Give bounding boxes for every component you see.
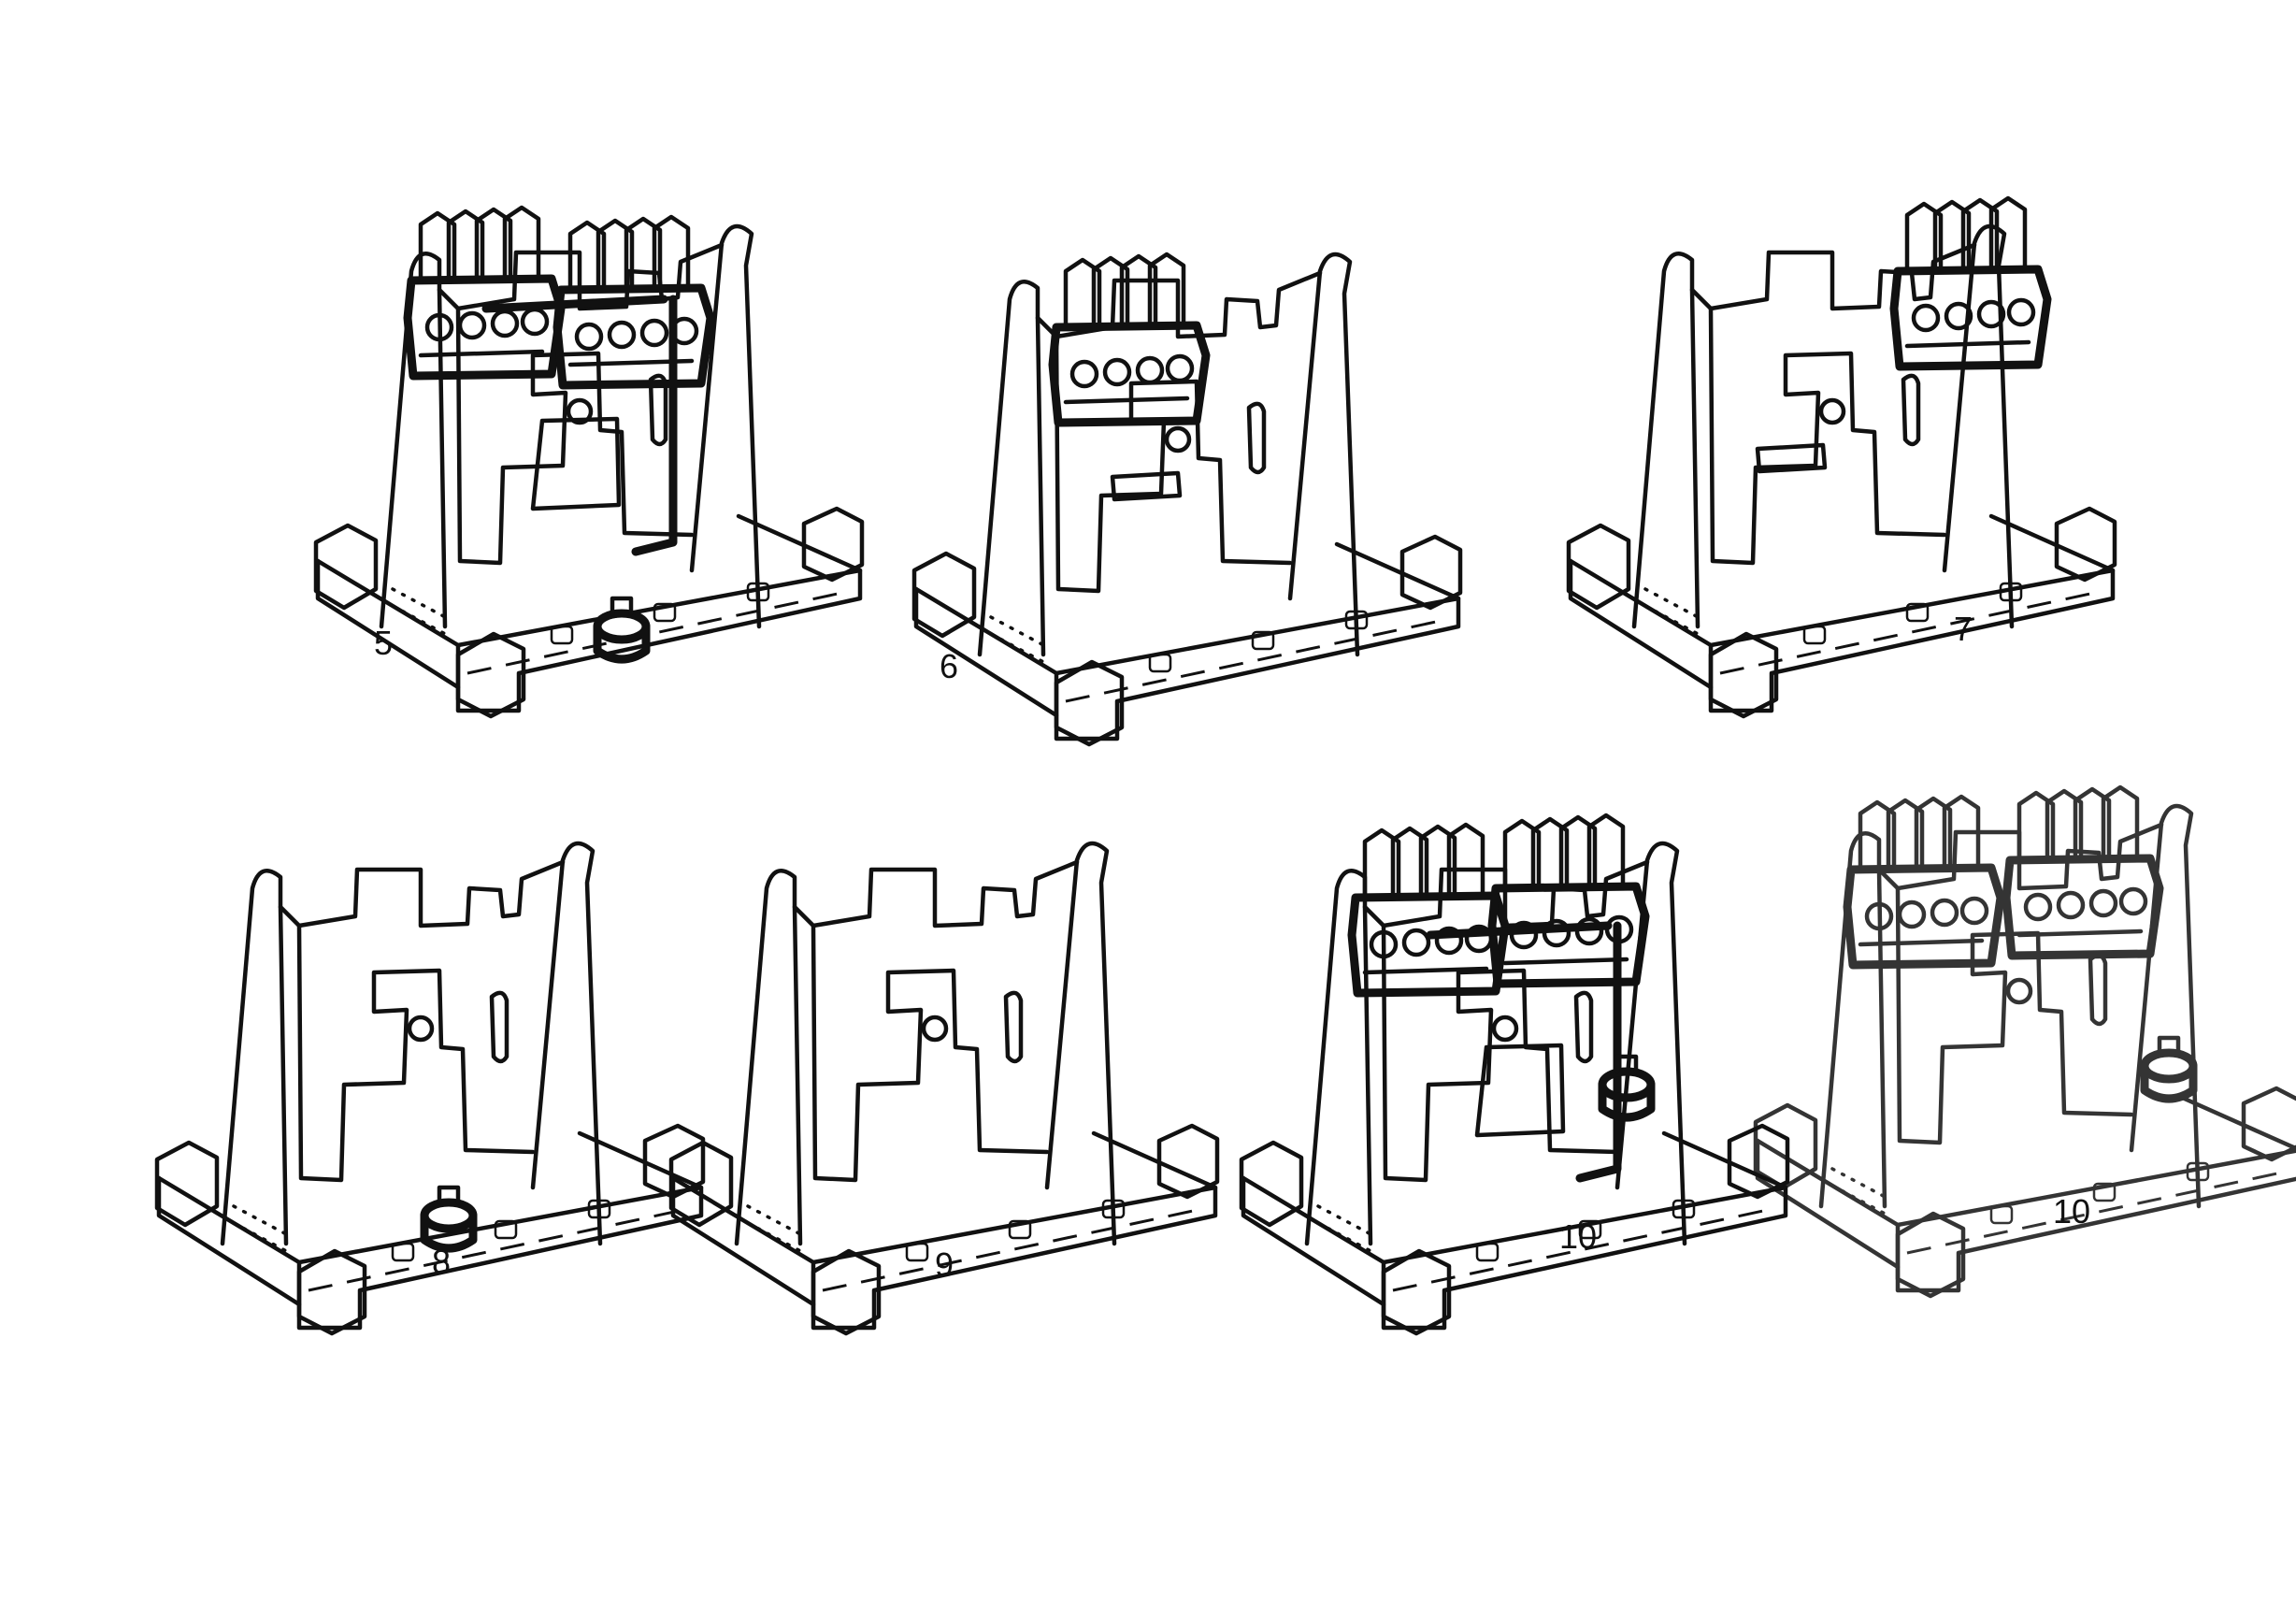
callout-5: 5 [374, 624, 393, 662]
callout-9: 9 [935, 1245, 954, 1284]
frame-view-10a [1241, 815, 1787, 1333]
frame-view-6 [914, 254, 1460, 744]
callout-6: 6 [940, 647, 958, 685]
frame-view-10b [1756, 787, 2296, 1296]
callout-8: 8 [432, 1243, 451, 1281]
callout-10b: 10 [2053, 1192, 2090, 1231]
callout-10a: 10 [1559, 1217, 1597, 1256]
callout-7: 7 [1954, 610, 1973, 648]
frame-view-7 [1569, 198, 2115, 716]
frame-view-5 [316, 208, 862, 716]
frame-view-8 [157, 843, 703, 1333]
